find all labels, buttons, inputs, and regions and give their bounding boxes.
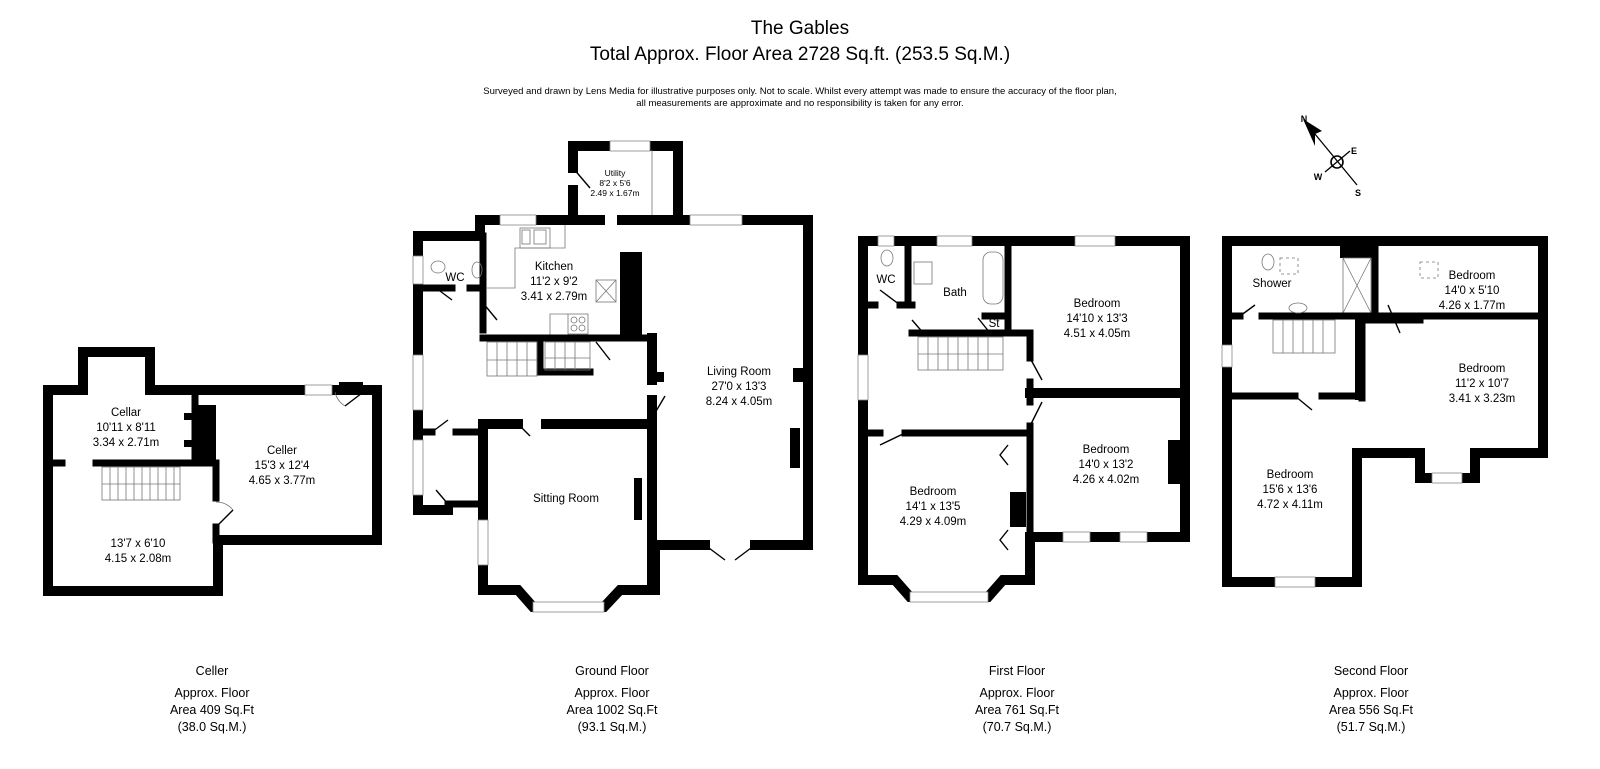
room-dimensions-imperial: 8'2 x 5'6 <box>599 178 630 188</box>
room-name: Living Room <box>707 366 771 378</box>
room-name: Bedroom <box>1449 270 1496 282</box>
stairs-icon <box>486 341 591 377</box>
stairs-icon <box>1272 319 1336 354</box>
sink-icon <box>471 261 483 279</box>
floor-summary-second: Second Floor Approx. Floor Area 556 Sq.F… <box>1271 663 1471 736</box>
floor-summary-ground: Ground Floor Approx. Floor Area 1002 Sq.… <box>512 663 712 736</box>
room-name: Bath <box>943 287 967 299</box>
room-name: St <box>989 318 1001 330</box>
celler-plan: Cellar 10'11 x 8'11 3.34 x 2.71m Celler … <box>43 347 382 596</box>
room-name: Bedroom <box>1074 298 1121 310</box>
sink-icon <box>913 261 933 285</box>
room-dimensions-metric: 4.15 x 2.08m <box>105 553 171 565</box>
room-dimensions-metric: 4.29 x 4.09m <box>900 516 966 528</box>
floor-name: First Floor <box>988 664 1046 678</box>
floor-area-sqft: Area 1002 Sq.Ft <box>566 703 658 717</box>
room-name: Celler <box>267 445 297 457</box>
stairs-icon <box>917 336 1004 371</box>
ground-floor-plan: Utility 8'2 x 5'6 2.49 x 1.67m Kitchen 1… <box>412 140 813 613</box>
toilet-icon <box>880 249 894 267</box>
disclaimer-line-2: all measurements are approximate and no … <box>636 98 964 109</box>
floor-summary-first: First Floor Approx. Floor Area 761 Sq.Ft… <box>917 663 1117 736</box>
second-floor-plan: Shower Bedroom 14'0 x 5'10 4.26 x 1.77m … <box>1221 236 1548 588</box>
toilet-icon <box>1261 253 1275 271</box>
room-name: Utility <box>605 168 627 178</box>
room-name: Bedroom <box>1267 469 1314 481</box>
sink-icon <box>1288 302 1308 314</box>
floor-area-line: Approx. Floor <box>979 686 1055 700</box>
compass-icon: N E W S <box>1301 114 1361 198</box>
toilet-icon <box>430 260 446 274</box>
room-dimensions-metric: 4.72 x 4.11m <box>1257 499 1323 511</box>
floor-area-sqft: Area 556 Sq.Ft <box>1328 703 1414 717</box>
room-name: Bedroom <box>1459 363 1506 375</box>
room-dimensions-imperial: 14'1 x 13'5 <box>906 501 961 513</box>
room-name: Sitting Room <box>533 493 599 505</box>
floor-name: Ground Floor <box>575 664 649 678</box>
room-name: Bedroom <box>910 486 957 498</box>
room-dimensions-metric: 4.65 x 3.77m <box>249 475 315 487</box>
room-dimensions-metric: 4.51 x 4.05m <box>1064 328 1130 340</box>
room-dimensions-metric: 8.24 x 4.05m <box>706 396 772 408</box>
floor-name: Second Floor <box>1333 664 1409 678</box>
room-dimensions-imperial: 15'3 x 12'4 <box>255 460 311 472</box>
room-name: Cellar <box>111 407 141 419</box>
room-name: Bedroom <box>1083 444 1130 456</box>
floor-area-sqm: (51.7 Sq.M.) <box>1336 720 1406 734</box>
compass-south: S <box>1355 188 1361 198</box>
compass-east: E <box>1351 146 1357 156</box>
total-floor-area: Total Approx. Floor Area 2728 Sq.ft. (25… <box>589 44 1011 65</box>
first-floor-plan: WC Bath St Bedroom 14'10 x 13'3 4.51 x 4… <box>857 235 1190 603</box>
floor-summary-celler: Celler Approx. Floor Area 409 Sq.Ft (38.… <box>112 663 312 736</box>
room-dimensions-metric: 2.49 x 1.67m <box>590 188 639 198</box>
floor-area-line: Approx. Floor <box>174 686 250 700</box>
room-dimensions-imperial: 11'2 x 9'2 <box>530 276 578 288</box>
disclaimer-line-1: Surveyed and drawn by Lens Media for ill… <box>483 86 1117 97</box>
floor-area-sqm: (38.0 Sq.M.) <box>177 720 247 734</box>
room-dimensions-imperial: 13'7 x 6'10 <box>111 538 166 550</box>
room-dimensions-imperial: 15'6 x 13'6 <box>1263 484 1318 496</box>
room-dimensions-metric: 3.34 x 2.71m <box>93 437 159 449</box>
room-name: Shower <box>1253 278 1292 290</box>
bathtub-icon <box>982 251 1004 305</box>
room-dimensions-imperial: 14'0 x 13'2 <box>1079 459 1134 471</box>
room-dimensions-imperial: 14'0 x 5'10 <box>1445 285 1500 297</box>
skylight-icon <box>1279 257 1299 275</box>
floor-area-line: Approx. Floor <box>574 686 650 700</box>
floor-area-line: Approx. Floor <box>1333 686 1409 700</box>
room-dimensions-imperial: 27'0 x 13'3 <box>712 381 767 393</box>
stairs-icon <box>101 466 181 501</box>
room-dimensions-metric: 4.26 x 4.02m <box>1073 474 1139 486</box>
room-name: Kitchen <box>535 261 573 273</box>
floor-name: Celler <box>195 664 229 678</box>
room-dimensions-metric: 3.41 x 3.23m <box>1449 393 1515 405</box>
room-dimensions-metric: 3.41 x 2.79m <box>521 291 587 303</box>
compass-west: W <box>1314 172 1323 182</box>
room-name: WC <box>876 274 895 286</box>
room-dimensions-metric: 4.26 x 1.77m <box>1439 300 1505 312</box>
room-dimensions-imperial: 14'10 x 13'3 <box>1066 313 1127 325</box>
skylight-icon <box>1419 261 1439 279</box>
room-dimensions-imperial: 11'2 x 10'7 <box>1455 378 1509 390</box>
compass-north: N <box>1301 114 1308 124</box>
room-name: WC <box>445 272 464 284</box>
plan-title: The Gables <box>750 18 850 39</box>
floor-area-sqm: (93.1 Sq.M.) <box>577 720 647 734</box>
floor-area-sqft: Area 409 Sq.Ft <box>169 703 255 717</box>
room-dimensions-imperial: 10'11 x 8'11 <box>96 422 156 434</box>
floor-area-sqm: (70.7 Sq.M.) <box>982 720 1052 734</box>
floor-area-sqft: Area 761 Sq.Ft <box>974 703 1060 717</box>
